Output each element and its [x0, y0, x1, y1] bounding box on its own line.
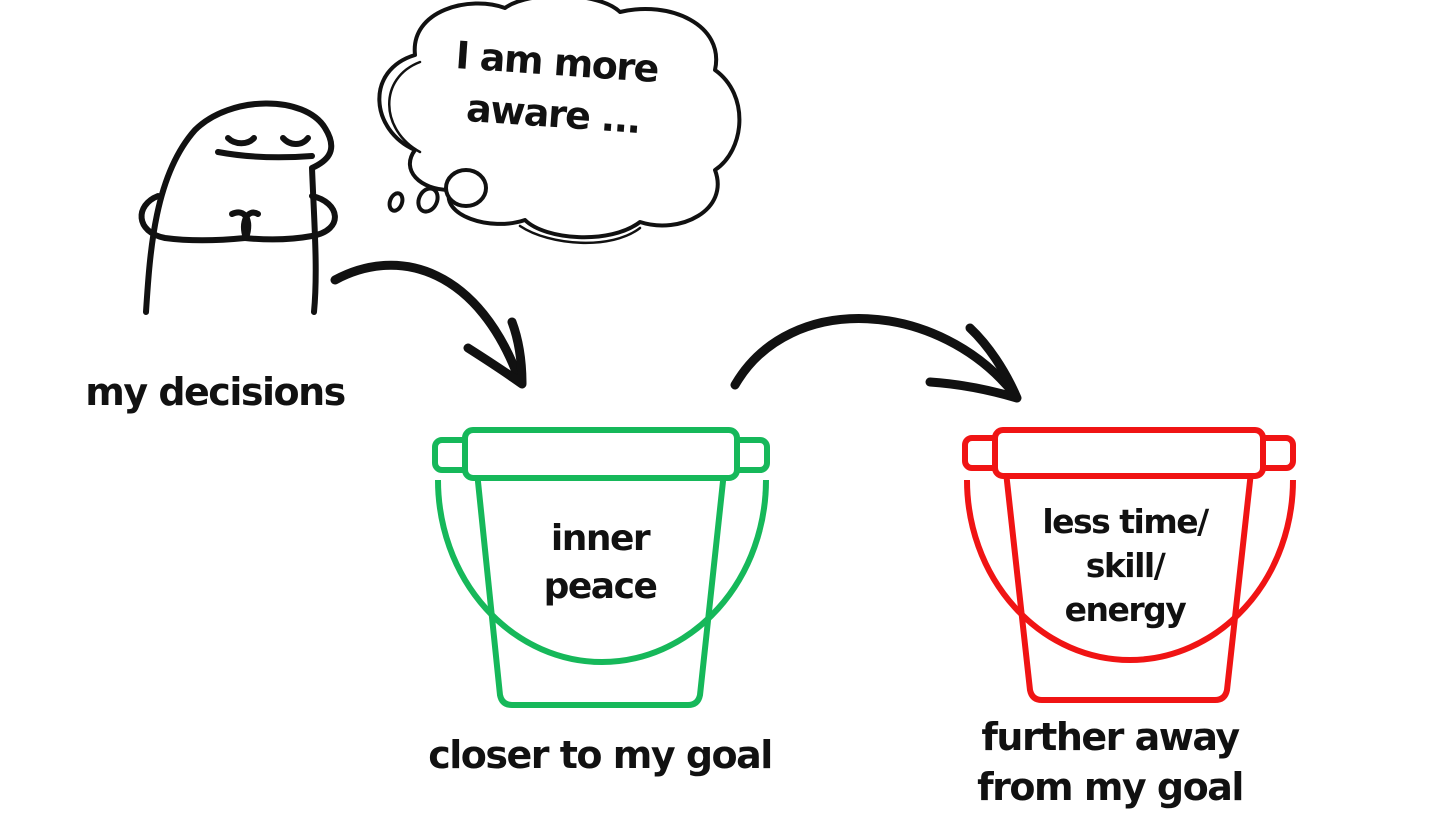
character-label: my decisions — [85, 370, 346, 414]
green-bucket-line-1: inner — [550, 518, 651, 559]
red-bucket-line-2: skill/ — [1085, 546, 1166, 585]
green-bucket-content: inner peace — [500, 515, 700, 611]
red-bucket-caption-line-1: further away — [981, 715, 1240, 759]
red-bucket-line-1: less time/ — [1042, 502, 1209, 541]
red-bucket-caption: further away from my goal — [955, 712, 1265, 812]
green-bucket-caption: closer to my goal — [428, 733, 773, 777]
bucket-icon — [962, 427, 1296, 703]
curved-arrow-icon — [730, 314, 1022, 403]
meditating-blob-character-icon — [138, 100, 338, 315]
bucket-icon — [432, 427, 770, 708]
thought-cloud-icon — [377, 0, 742, 244]
red-bucket-line-3: energy — [1064, 590, 1187, 629]
green-bucket-line-2: peace — [543, 566, 658, 607]
thought-text: I am more aware ... — [427, 27, 684, 148]
red-bucket-content: less time/ skill/ energy — [1010, 500, 1240, 632]
red-bucket-caption-line-2: from my goal — [977, 765, 1244, 809]
curved-arrow-icon — [330, 260, 527, 389]
